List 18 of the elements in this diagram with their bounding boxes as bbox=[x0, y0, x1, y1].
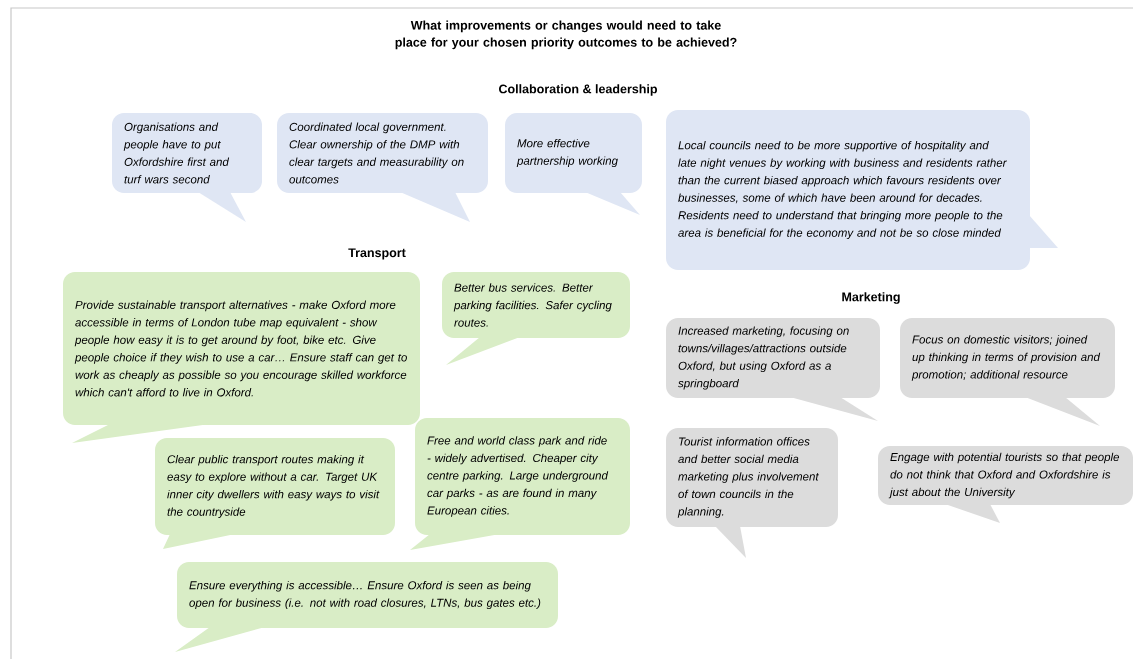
section-heading: Transport bbox=[348, 248, 406, 260]
speech-bubble: Tourist information offices and better social media marketing plus involvement of town councils in the planning. bbox=[666, 428, 838, 558]
speech-bubble: Increased marketing, focusing on towns/villages/attractions outside Oxford, but using Oxford as a springboard bbox=[666, 318, 880, 421]
speech-bubble: Engage with potential tourists so that people do not think that Oxford and Oxfordshire is just about the University bbox=[878, 446, 1133, 523]
title: What improvements or changes would need to take place for your chosen priority outcomes to be achieved? bbox=[395, 20, 737, 50]
section-heading: Marketing bbox=[842, 292, 900, 304]
speech-bubble: Focus on domestic visitors; joined up thinking in terms of provision and promotion; additional resource bbox=[900, 318, 1115, 426]
speech-bubble: Provide sustainable transport alternatives - make Oxford more accessible in terms of London tube map equivalent - show people how easy it is to get around by foot, bike etc. Give people choice if they wish to use a car… Ensure staff can get to work as cheaply as possible so you encourage skilled workforce which can't afford to live in Oxford. bbox=[63, 272, 420, 443]
speech-bubble: Local councils need to be more supportive of hospitality and late night venues by working with business and residents rather than the current biased approach which favours residents over businesses, some of which have been around for decades. Residents need to understand that bringing more people to the area is beneficial for the economy and not be so close minded bbox=[666, 110, 1058, 270]
speech-bubble: Better bus services. Better parking facilities. Safer cycling routes. bbox=[442, 272, 630, 365]
speech-bubble: Free and world class park and ride - widely advertised. Cheaper city centre parking. Large underground car parks - as are found in many European cities. bbox=[410, 418, 630, 550]
speech-bubble: Organisations and people have to put Oxfordshire first and turf wars second bbox=[112, 113, 262, 222]
speech-bubble: Coordinated local government. Clear ownership of the DMP with clear targets and measurability on outcomes bbox=[277, 113, 488, 222]
speech-bubble: More effective partnership working bbox=[505, 113, 642, 215]
speech-bubble: Clear public transport routes making it easy to explore without a car. Target UK inner city dwellers with easy ways to visit the countryside bbox=[155, 438, 395, 549]
node-label: Provide sustainable transport alternatives - make Oxford more accessible in terms of London tube map equivalent - show people how easy it is to get around by foot, bike etc. Give people choice if they wish to use a car… Ensure staff can get to work as cheaply as possible so you encourage skilled workforce which can't afford to live in Oxford. bbox=[74, 300, 407, 397]
section-heading: Collaboration & leadership bbox=[499, 84, 657, 96]
speech-bubble: Ensure everything is accessible… Ensure Oxford is seen as being open for business (i.e. not with road closures, LTNs, bus gates etc.) bbox=[175, 562, 558, 652]
